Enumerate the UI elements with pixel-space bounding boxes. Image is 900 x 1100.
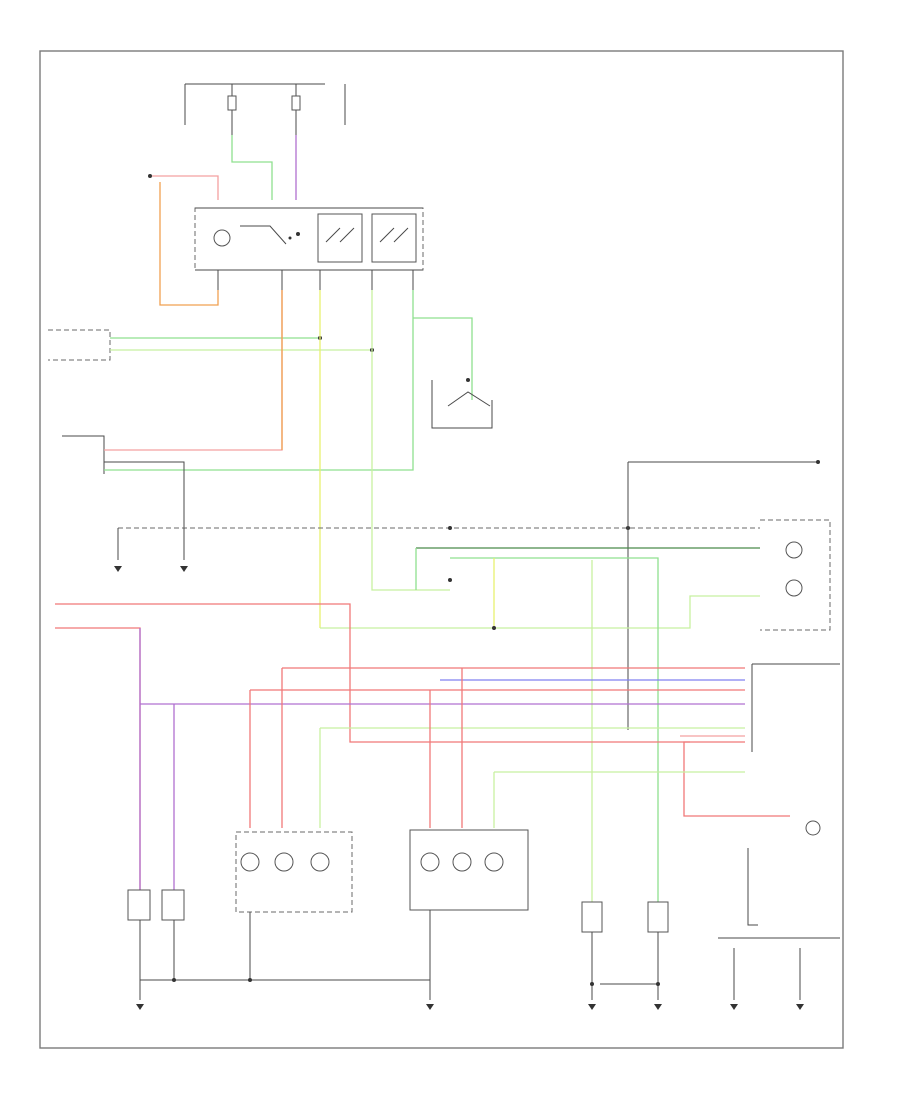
wire-pink-switch [152,175,219,200]
ground-icon [796,1004,804,1010]
connector-icon [492,626,496,630]
connector-icon [248,978,252,982]
wire-black-flasher [104,461,185,548]
wire-red-upper [55,603,745,743]
wire-pink-flasher [104,290,283,451]
bulb-icon [785,579,803,597]
switch-icon [240,225,287,245]
fuse-feed-group [184,83,346,135]
bulb-icon [240,852,260,872]
wire-green-flasher [104,290,414,471]
wire-green-mid [450,557,659,905]
bulb-icon [310,852,330,872]
license-lamp-right [647,901,669,933]
right-combination-lamp [409,829,529,911]
ground-icon [426,1004,434,1010]
fuse-2 [291,95,301,111]
connector-icon [172,978,176,982]
ground-icon [136,1004,144,1010]
fuse-1 [227,95,237,111]
ground-icon [654,1004,662,1010]
side-marker-lamp-left [127,889,151,921]
diagram-frame [39,50,844,1049]
left-combination-lamp [235,831,353,913]
license-lamp-left [581,901,603,933]
bulb-icon [484,852,504,872]
switch-icon [379,227,409,243]
connector-icon [148,174,152,178]
bulb-icon [420,852,440,872]
combination-switch [194,207,424,271]
ground-icon [114,566,122,572]
wire-green-fuse [231,135,273,200]
connector-icon [448,578,452,582]
wire-orange-loop [159,182,219,306]
wire-green-main [371,290,450,591]
wire-lightgreen-right [320,595,760,629]
bulb-icon [805,820,821,836]
bulb-icon [785,541,803,559]
ground-icon [730,1004,738,1010]
bulb-icon [274,852,294,872]
connector-icon [656,982,660,986]
connector-icon [448,526,452,530]
connector-icon [296,232,300,236]
ground-icon [180,566,188,572]
ground-icon [588,1004,596,1010]
connector-icon [590,982,594,986]
connector-icon [816,460,820,464]
wire-green-relay [413,317,473,400]
wire-red-lower [55,627,141,895]
control-module-connector [751,663,840,752]
bulb-icon [213,229,231,247]
wire-red-loop [683,741,790,817]
side-marker-lamp-right [161,889,185,921]
bulb-icon [452,852,472,872]
connector-icon [466,378,470,382]
switch-icon [325,227,355,243]
